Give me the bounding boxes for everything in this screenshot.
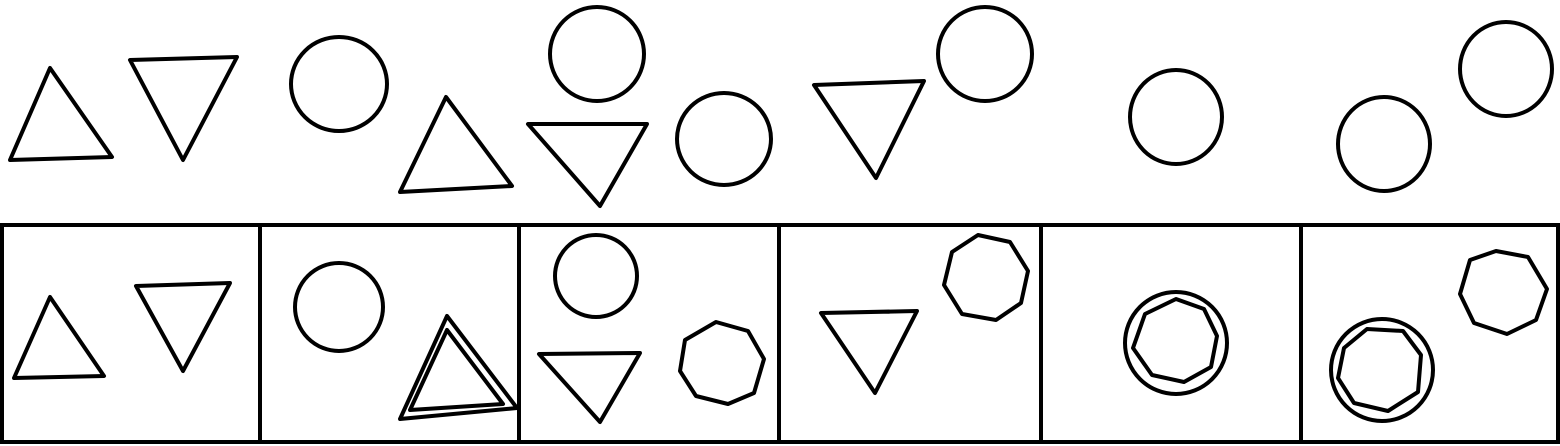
top-row xyxy=(8,5,1554,208)
circle-shape xyxy=(553,233,639,319)
circle-shape xyxy=(936,5,1034,103)
circle-shape xyxy=(1458,20,1554,118)
circle-shape xyxy=(675,91,773,187)
panel-frame xyxy=(258,223,521,444)
triangle-down-shape xyxy=(537,351,642,424)
triangle-down-shape xyxy=(128,55,239,162)
panel-frame xyxy=(777,223,1043,444)
octagon-inner-shape xyxy=(1131,297,1219,384)
panel-frame xyxy=(0,223,262,444)
panel-frame xyxy=(1039,223,1303,444)
triangle-down-shape xyxy=(812,79,926,180)
circle-outer-shape xyxy=(1123,290,1229,396)
triangle-down-shape xyxy=(134,281,232,373)
octagon-shape xyxy=(942,233,1030,322)
double-triangle-inner xyxy=(408,328,505,412)
bottom-row xyxy=(12,233,1549,424)
circle-shape xyxy=(548,5,646,103)
panel-frame xyxy=(1299,223,1560,444)
triangle-down-shape xyxy=(819,309,919,395)
circle-outer-shape xyxy=(1329,317,1435,423)
panel-frames xyxy=(0,223,1560,444)
circle-shape xyxy=(1128,68,1224,166)
octagon-shape xyxy=(678,320,766,406)
circle-shape xyxy=(293,261,385,353)
double-triangle-outer xyxy=(398,314,519,421)
triangle-up-shape xyxy=(12,295,106,380)
circle-shape xyxy=(289,35,389,133)
circle-shape xyxy=(1336,95,1432,193)
triangle-down-shape xyxy=(526,122,649,208)
triangle-up-shape xyxy=(8,66,114,162)
triangle-up-shape xyxy=(398,95,514,194)
octagon-inner-shape xyxy=(1336,327,1423,413)
octagon-shape xyxy=(1458,249,1549,336)
